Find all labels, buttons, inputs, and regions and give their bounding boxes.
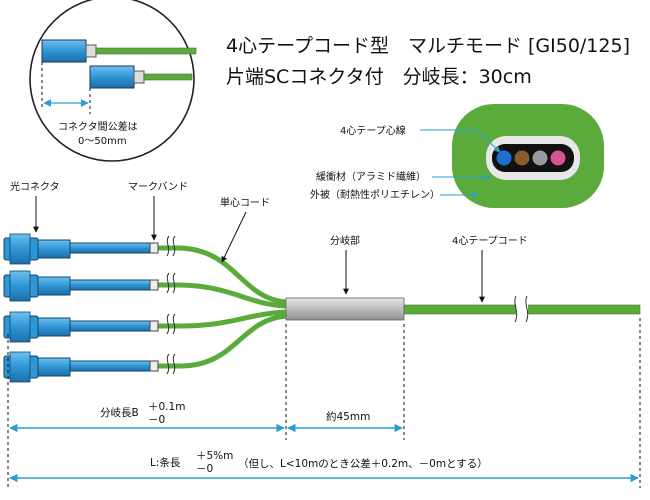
core-label: 4心テープ心線 xyxy=(340,124,406,137)
total-length-label: L:条長 xyxy=(150,456,181,469)
sc-connector-3 xyxy=(3,311,159,343)
jacket-label: 外被（耐熱性ポリエチレン） xyxy=(310,188,440,201)
fiber-pink xyxy=(550,150,566,166)
mark-band-3 xyxy=(149,320,159,332)
cord-break-marks xyxy=(166,235,176,375)
optical-connector-label: 光コネクタ xyxy=(10,180,60,193)
mark-band-4 xyxy=(149,360,159,372)
tape-cord-break xyxy=(514,295,529,323)
cable-cross-section: 4心テープ心線 緩衝材（アラミド繊維） 外被（耐熱性ポリエチレン） xyxy=(310,104,604,208)
title-line-2: 片端SCコネクタ付 分岐長：30cm xyxy=(226,66,532,88)
dimensions: 分岐長B ＋0.1m －0 約45mm L:条長 ＋5%m －0 （但し、L<1… xyxy=(7,318,641,488)
aramid-label: 緩衝材（アラミド繊維） xyxy=(316,170,426,183)
branch-part-label: 分岐部 xyxy=(330,234,360,247)
tape-cord-label: 4心テープコード xyxy=(452,235,528,247)
fiber-blue xyxy=(496,150,512,166)
inset-boot-2 xyxy=(133,70,145,84)
length-tol-minus: －0 xyxy=(196,463,213,475)
title-line-1: 4心テープコード型 マルチモード [GI50/125] xyxy=(226,35,630,57)
sc-connector-4 xyxy=(3,351,159,383)
inset-tolerance-text-1: コネクタ間公差は xyxy=(58,120,138,133)
inset-tolerance-text-2: 0～50mm xyxy=(78,136,127,147)
single-cord-3 xyxy=(158,309,287,329)
single-cord-label: 単心コード xyxy=(220,196,270,209)
sc-connector-2 xyxy=(3,270,159,302)
mark-band-label: マークバンド xyxy=(128,181,188,193)
sc-connector-1 xyxy=(3,233,159,265)
inset-cord-2 xyxy=(143,73,193,81)
single-cord-1 xyxy=(158,245,287,305)
fiber-gray xyxy=(532,150,548,166)
branch-body-length: 約45mm xyxy=(326,410,370,423)
branch-tol-minus: －0 xyxy=(148,414,165,426)
inset-cord-1 xyxy=(95,47,197,55)
inset-detail: コネクタ間公差は 0～50mm xyxy=(29,0,197,162)
inset-connector-2 xyxy=(89,65,135,89)
mark-band-2 xyxy=(149,279,159,291)
branch-tol-plus: ＋0.1m xyxy=(148,401,185,413)
single-cord-4 xyxy=(158,313,287,369)
callouts: 光コネクタ マークバンド 単心コード 分岐部 4心テープコード xyxy=(10,180,528,303)
cord-assembly xyxy=(3,233,641,383)
inset-connector-1 xyxy=(41,39,87,63)
branch-body xyxy=(285,297,405,321)
length-note: （但し、L<10mのとき公差＋0.2m、－0mとする） xyxy=(238,457,488,470)
mark-band-1 xyxy=(149,242,159,254)
length-tol-plus: ＋5%m xyxy=(196,450,233,462)
single-cord-2 xyxy=(158,282,287,309)
branch-length-label: 分岐長B xyxy=(100,406,139,419)
fiber-brown xyxy=(514,150,530,166)
inset-boot-1 xyxy=(85,44,97,58)
